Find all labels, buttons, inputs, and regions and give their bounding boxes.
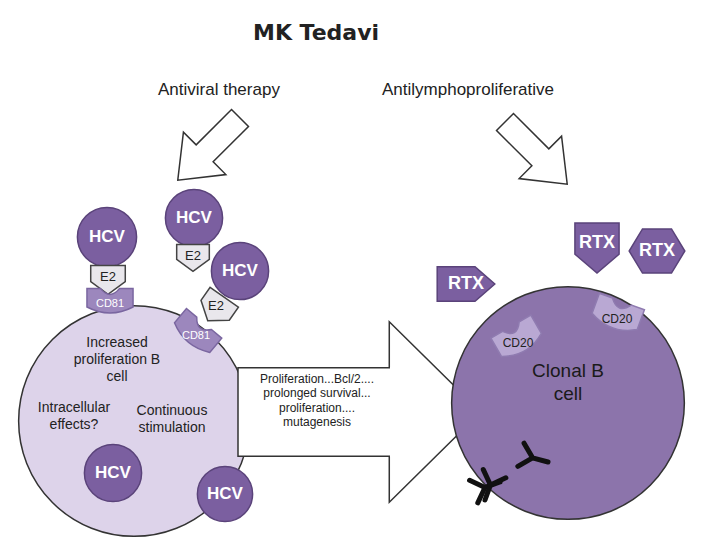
receptor: CD20 xyxy=(592,298,642,332)
therapy-arrow xyxy=(157,97,262,202)
node-text: CD20 xyxy=(503,336,534,350)
rtx-antibody: RTX xyxy=(628,228,686,274)
node-text: E2 xyxy=(100,269,116,285)
receptor: CD81 xyxy=(172,318,220,348)
node-text: CD20 xyxy=(602,312,633,326)
cell-circle: HCV xyxy=(84,444,142,502)
cell-circle: HCV xyxy=(77,207,137,267)
cell-circle: HCV xyxy=(211,242,269,300)
rtx-antibody: RTX xyxy=(436,266,496,302)
node-text: Continuous stimulation xyxy=(122,402,222,436)
title: MK Tedavi xyxy=(253,20,379,45)
node-text: E2 xyxy=(185,248,201,264)
e2-protein: E2 xyxy=(198,294,234,324)
node-text: Proliferation...Bcl/2.... prolonged surv… xyxy=(244,372,390,430)
receptor: CD81 xyxy=(86,286,134,316)
cell-circle: HCV xyxy=(197,466,253,522)
node-text: RTX xyxy=(448,273,484,295)
node-text: HCV xyxy=(176,208,212,228)
node-text: Increased proliferation B cell xyxy=(62,334,172,384)
node-text: HCV xyxy=(89,227,125,247)
rtx-antibody: RTX xyxy=(574,222,620,274)
therapy-label: Antiviral therapy xyxy=(158,80,280,100)
node-text: Clonal B cell xyxy=(528,360,608,406)
receptor: CD20 xyxy=(494,322,542,356)
node-shape xyxy=(238,320,482,504)
node-text: CD81 xyxy=(96,297,124,310)
process-arrow: Proliferation...Bcl/2.... prolonged surv… xyxy=(238,320,482,504)
node-text: HCV xyxy=(207,484,243,504)
node-text: CD81 xyxy=(182,329,210,342)
node-text: RTX xyxy=(639,240,675,262)
node-text: Intracellular effects? xyxy=(29,399,119,433)
node-text: HCV xyxy=(222,261,258,281)
therapy-arrow xyxy=(484,101,589,206)
node-text: HCV xyxy=(95,463,131,483)
node-text: RTX xyxy=(579,232,615,254)
e2-protein: E2 xyxy=(176,244,210,272)
therapy-label: Antilymphoproliferative xyxy=(382,80,554,100)
node-text: E2 xyxy=(208,298,224,314)
cell-circle: HCV xyxy=(165,189,223,247)
